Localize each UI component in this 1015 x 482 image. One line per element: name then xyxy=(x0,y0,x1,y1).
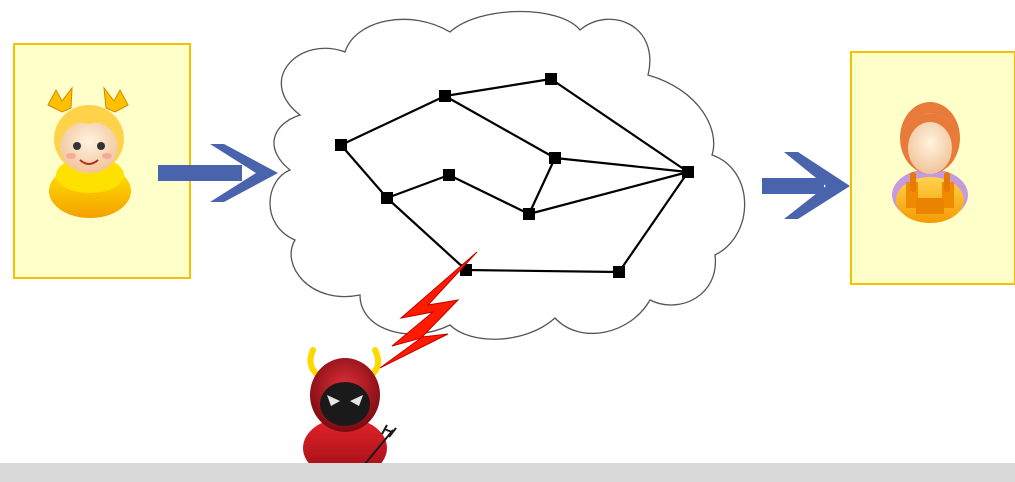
devil-attacker-icon xyxy=(303,350,396,478)
network-node xyxy=(439,90,451,102)
receiver-panel xyxy=(851,52,1015,284)
network-node xyxy=(682,166,694,178)
network-node xyxy=(443,169,455,181)
network-node xyxy=(381,192,393,204)
network-node xyxy=(549,152,561,164)
network-node xyxy=(545,73,557,85)
arrow-network-to-receiver xyxy=(762,152,850,219)
network-node xyxy=(335,139,347,151)
sender-panel xyxy=(14,44,190,278)
footer-bar xyxy=(0,463,1015,482)
network-node xyxy=(523,208,535,220)
girl-user-icon xyxy=(48,88,131,218)
network-node xyxy=(613,266,625,278)
